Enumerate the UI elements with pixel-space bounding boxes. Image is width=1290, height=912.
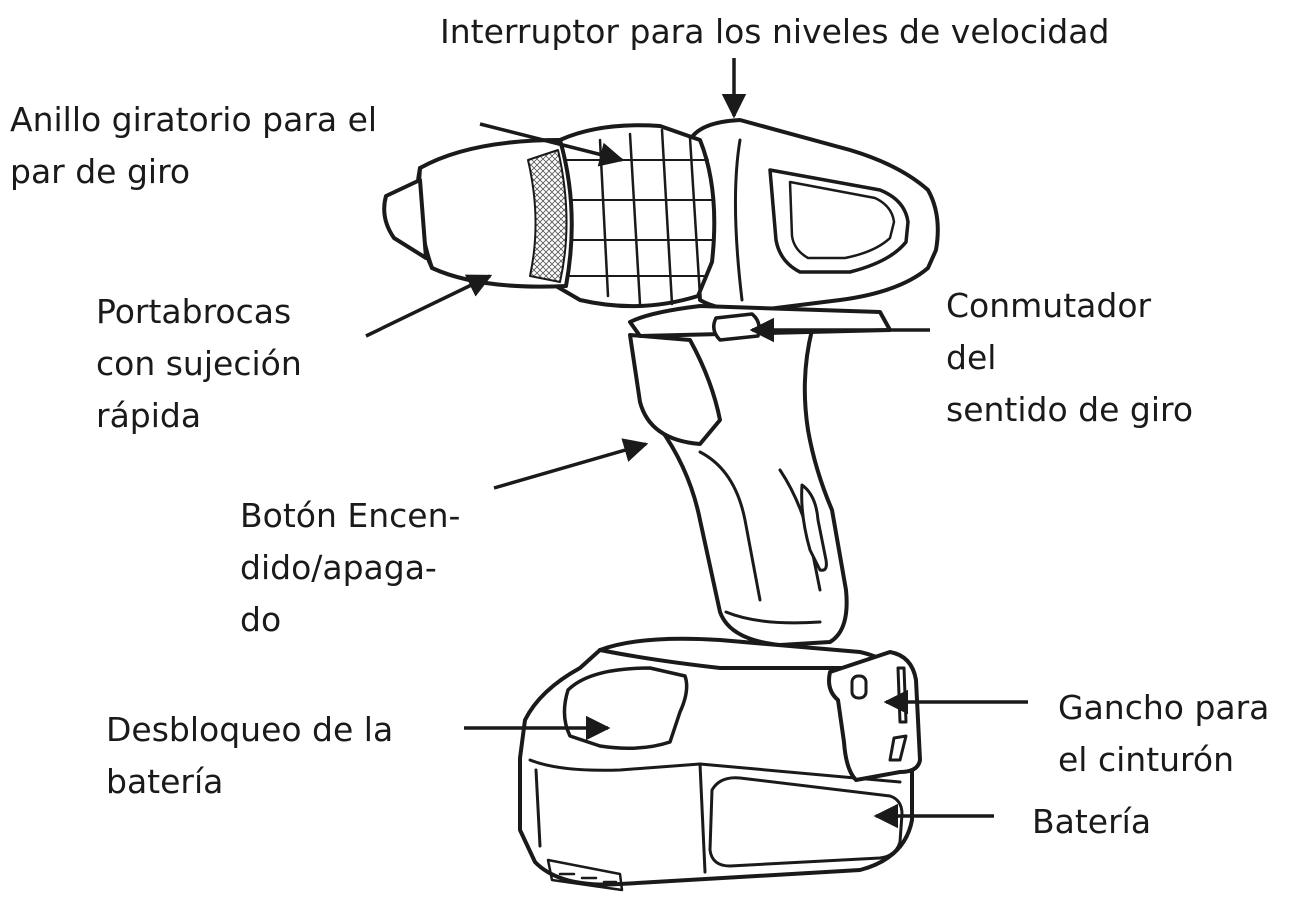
battery-label: Batería — [1032, 796, 1151, 848]
direction-switch-label: Conmutador del sentido de giro — [946, 280, 1193, 436]
battery-release-label: Desbloqueo de la batería — [106, 704, 393, 808]
chuck-label: Portabrocas con sujeción rápida — [96, 286, 302, 442]
torque-ring-line-1: Anillo giratorio para el — [10, 100, 378, 139]
torque-ring — [546, 123, 717, 309]
direction-switch — [712, 312, 761, 342]
power-line-1: Botón Encen- — [240, 496, 461, 535]
torque-ring-leader — [479, 122, 625, 167]
torque-ring-label: Anillo giratorio para el par de giro — [10, 94, 377, 198]
speed-switch-label: Interruptor para los niveles de velocida… — [440, 6, 1109, 58]
release-line-1: Desbloqueo de la — [106, 710, 394, 749]
chuck-leader — [365, 274, 493, 338]
chuck-line-1: Portabrocas — [96, 292, 292, 331]
drill-illustration — [382, 118, 940, 892]
power-line-3: do — [240, 600, 282, 639]
torque-ring-line-2: par de giro — [10, 152, 191, 191]
power-button-leader — [493, 438, 649, 490]
handle — [628, 328, 849, 647]
keyless-chuck — [382, 138, 574, 289]
power-line-2: dido/apaga- — [240, 548, 437, 587]
release-line-2: batería — [106, 762, 224, 801]
chuck-line-3: rápida — [96, 396, 202, 435]
direction-line-1: Conmutador — [946, 286, 1152, 325]
hook-line-1: Gancho para — [1058, 688, 1270, 727]
speed-switch-text: Interruptor para los niveles de velocida… — [440, 12, 1110, 51]
battery-release-button — [562, 666, 689, 750]
battery-text: Batería — [1032, 802, 1152, 841]
chuck-line-2: con sujeción — [96, 344, 302, 383]
power-button-label: Botón Encen- dido/apaga- do — [240, 490, 460, 646]
hook-line-2: el cinturón — [1058, 740, 1234, 779]
direction-line-2: del — [946, 338, 997, 377]
belt-hook — [827, 650, 922, 782]
direction-line-3: sentido de giro — [946, 390, 1194, 429]
belt-hook-label: Gancho para el cinturón — [1058, 682, 1269, 786]
leader-lines — [365, 58, 1028, 829]
